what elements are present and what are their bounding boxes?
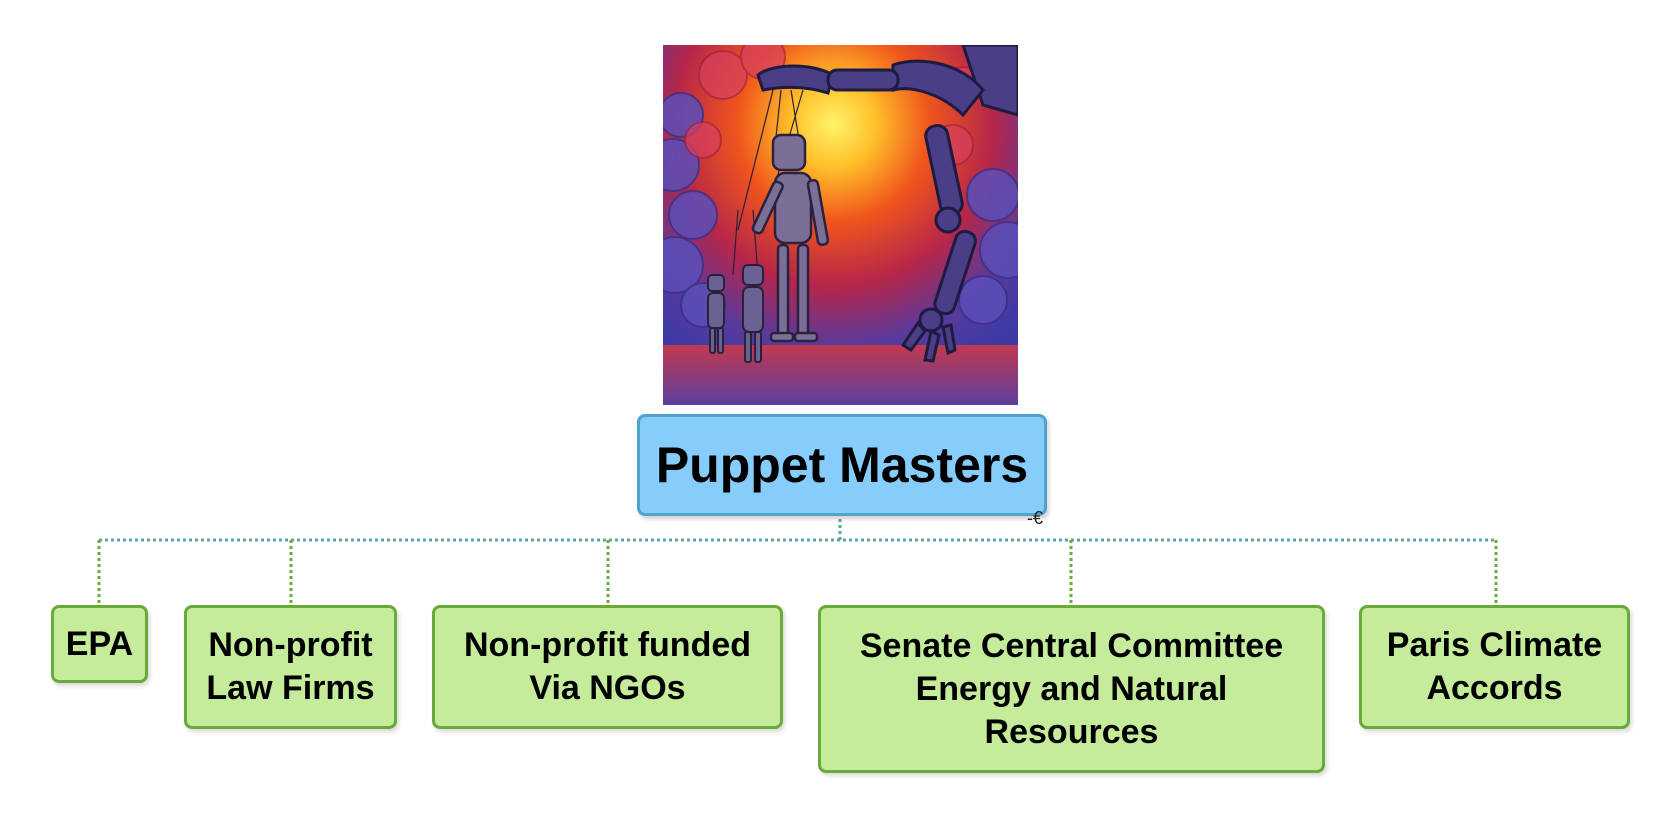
subtopic-label: Non-profit funded Via NGOs	[463, 626, 752, 707]
subtopic-label: Senate Central Committee Energy and Natu…	[859, 626, 1284, 751]
subtopic-node-epa[interactable]: EPA	[51, 605, 148, 683]
subtopic-node-paris-climate-accords[interactable]: Paris Climate Accords	[1359, 605, 1630, 729]
subtopic-label: Non-profit Law Firms	[206, 626, 375, 707]
subtopic-label: EPA	[65, 624, 134, 663]
subtopic-node-non-profit-law-firms[interactable]: Non-profit Law Firms	[184, 605, 397, 729]
subtopic-node-senate-committee[interactable]: Senate Central Committee Energy and Natu…	[818, 605, 1325, 773]
subtopic-label: Paris Climate Accords	[1386, 626, 1603, 707]
collapse-toggle[interactable]: -€	[1027, 508, 1044, 528]
puppet-robots-illustration	[663, 45, 1018, 405]
subtopic-node-non-profit-ngos[interactable]: Non-profit funded Via NGOs	[432, 605, 783, 729]
central-topic-node[interactable]: Puppet Masters	[637, 414, 1047, 516]
central-topic-label: Puppet Masters	[655, 437, 1029, 493]
